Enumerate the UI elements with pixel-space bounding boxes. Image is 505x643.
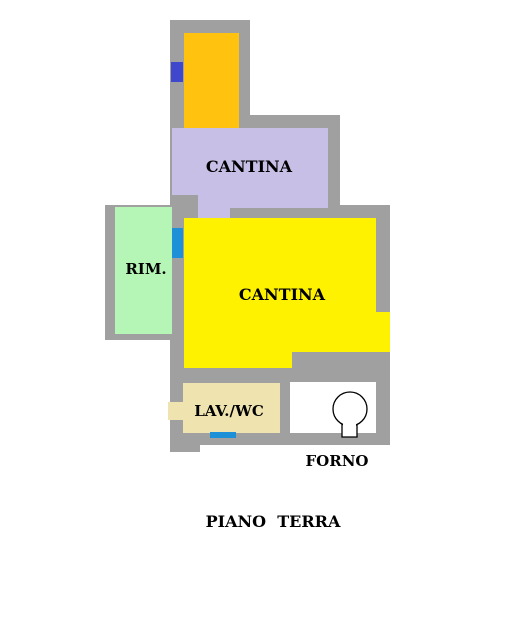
label-cantina-upper: CANTINA (206, 157, 293, 176)
door-marker-navy (171, 62, 183, 82)
floor-label: PIANO TERRA (206, 512, 341, 531)
room-lav-wc (183, 383, 280, 433)
room-cantina-main (184, 218, 390, 368)
label-rimessa: RIM. (125, 260, 166, 278)
room-cantina-upper (172, 128, 328, 218)
window-blue-side (172, 228, 183, 258)
label-cantina-main: CANTINA (239, 285, 326, 304)
wall-bottom-left-block (170, 435, 200, 452)
label-lav-wc: LAV./WC (194, 402, 264, 420)
oven-icon (332, 391, 368, 438)
lav-wc-doorway (168, 402, 186, 420)
stair-room (184, 33, 239, 128)
room-rimessa (115, 207, 172, 334)
label-forno: FORNO (306, 452, 369, 470)
window-blue-bottom (210, 432, 236, 438)
